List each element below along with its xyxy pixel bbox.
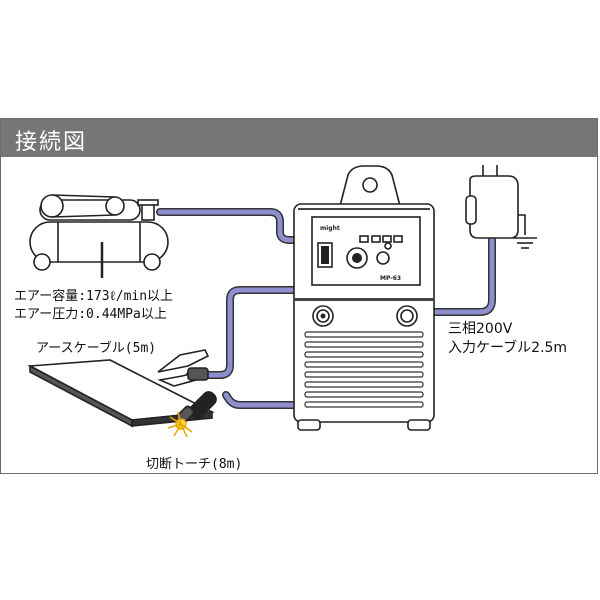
power-cable xyxy=(428,236,496,316)
machine-model: MP-63 xyxy=(380,275,401,282)
page-title: 接続図 xyxy=(15,130,88,155)
vent-slots xyxy=(304,331,424,408)
air-compressor xyxy=(29,194,169,278)
spark-icon xyxy=(167,411,193,438)
power-cable-label: 入力ケーブル2.5m xyxy=(448,340,568,356)
earth-cable-label: アースケーブル(5m) xyxy=(36,341,157,356)
title-bar: 接続図 xyxy=(1,119,597,157)
power-phase-label: 三相200V xyxy=(448,321,513,337)
air-volume-label: エアー容量:173ℓ/min以上 xyxy=(14,289,174,304)
earth-clamp xyxy=(157,349,210,387)
power-plug xyxy=(465,165,537,249)
air-pressure-label: エアー圧力:0.44MPa以上 xyxy=(14,307,167,322)
torch-label: 切断トーチ(8m) xyxy=(146,457,243,472)
plasma-cutter xyxy=(293,165,435,431)
machine-brand: might xyxy=(320,225,340,232)
